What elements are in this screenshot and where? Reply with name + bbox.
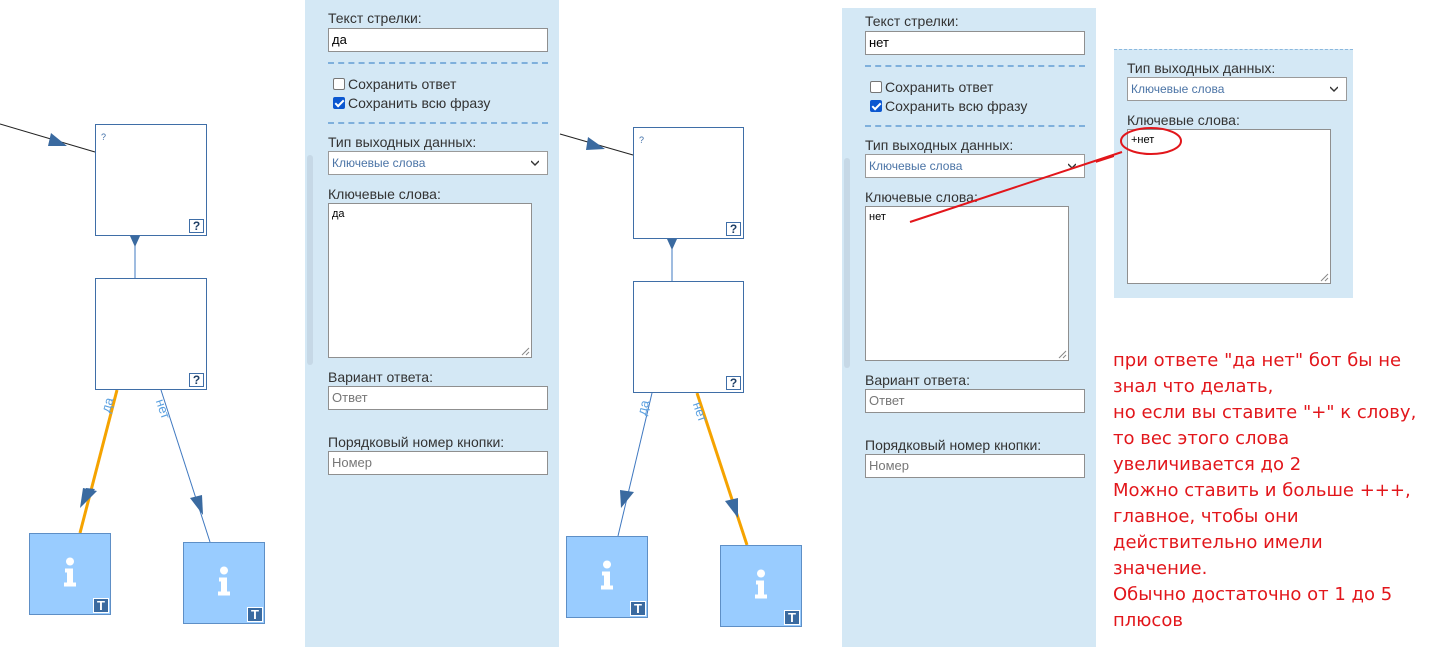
keywords-label: Ключевые слова: (328, 186, 441, 202)
save-answer-checkbox[interactable] (333, 78, 345, 90)
panel-scrollbar[interactable] (844, 158, 850, 368)
section-divider (865, 65, 1085, 67)
arrow-text-label: Текст стрелки: (328, 10, 422, 26)
section-divider (328, 122, 548, 124)
incoming-edge-arrow (48, 133, 67, 146)
keywords-label: Ключевые слова: (865, 189, 978, 205)
output-type-value: Ключевые слова (869, 159, 963, 173)
answer-variant-input[interactable]: Ответ (865, 389, 1085, 413)
output-type-select[interactable]: Ключевые слова (328, 151, 548, 175)
button-number-input[interactable]: Номер (865, 454, 1085, 478)
chevron-down-icon (1068, 163, 1076, 169)
question-node[interactable]: ? (633, 281, 744, 393)
question-node[interactable]: ? ? (633, 127, 744, 239)
annotation-line: главное, чтобы они (1113, 506, 1299, 527)
keywords-textarea[interactable]: +нет (1127, 129, 1331, 284)
resize-grip-icon[interactable] (520, 346, 530, 356)
keywords-label: Ключевые слова: (1127, 112, 1240, 128)
save-answer-label: Сохранить ответ (348, 76, 457, 92)
output-type-label: Тип выходных данных: (865, 137, 1014, 153)
annotation-line: Обычно достаточно от 1 до 5 (1113, 584, 1393, 605)
info-node[interactable]: T (720, 545, 802, 627)
incoming-edge[interactable] (0, 123, 96, 153)
save-phrase-label: Сохранить всю фразу (885, 98, 1028, 114)
output-type-label: Тип выходных данных: (1127, 60, 1276, 76)
keywords-textarea[interactable]: да (328, 203, 532, 358)
keywords-value: нет (869, 211, 886, 223)
annotation-line: плюсов (1113, 610, 1183, 631)
question-node-mark: ? (639, 135, 645, 145)
output-type-select[interactable]: Ключевые слова (865, 154, 1085, 178)
info-icon (601, 560, 613, 590)
info-icon (64, 557, 76, 587)
button-number-input[interactable]: Номер (328, 451, 548, 475)
info-node[interactable]: T (29, 533, 111, 615)
question-badge-icon[interactable]: ? (726, 376, 741, 390)
edge-no-arrowhead (190, 495, 203, 515)
arrow-text-input[interactable]: да (328, 28, 548, 52)
connector-arrow (130, 236, 140, 247)
button-number-label: Порядковый номер кнопки: (865, 437, 1042, 453)
text-badge-icon[interactable]: T (784, 610, 800, 625)
section-divider (328, 62, 548, 64)
save-phrase-checkbox[interactable] (870, 100, 882, 112)
edge-no[interactable] (160, 389, 211, 543)
save-phrase-label: Сохранить всю фразу (348, 95, 491, 111)
question-badge-icon[interactable]: ? (189, 373, 204, 387)
annotation-line: при ответе "да нет" бот бы не (1113, 350, 1402, 371)
answer-variant-input[interactable]: Ответ (328, 386, 548, 410)
section-divider (865, 125, 1085, 127)
annotation-line: действительно имели (1113, 532, 1323, 553)
output-type-value: Ключевые слова (332, 156, 426, 170)
annotation-line: увеличивается до 2 (1113, 454, 1302, 475)
save-phrase-checkbox[interactable] (333, 97, 345, 109)
text-badge-icon[interactable]: T (630, 601, 646, 616)
question-node-mark: ? (101, 132, 107, 142)
text-badge-icon[interactable]: T (247, 607, 263, 622)
answer-variant-label: Вариант ответа: (865, 372, 970, 388)
info-node[interactable]: T (566, 536, 648, 618)
annotation-line: значение. (1113, 558, 1208, 579)
output-type-value: Ключевые слова (1131, 82, 1225, 96)
answer-variant-label: Вариант ответа: (328, 369, 433, 385)
keywords-value: +нет (1131, 134, 1155, 146)
panel-scrollbar[interactable] (307, 155, 313, 365)
annotation-note: при ответе "да нет" бот бы не знал что де… (1113, 348, 1441, 634)
info-node[interactable]: T (183, 542, 265, 624)
edge-yes-arrowhead (80, 488, 97, 508)
incoming-edge-right-arrow (586, 137, 605, 150)
question-node[interactable]: ? ? (95, 124, 207, 236)
question-badge-icon[interactable]: ? (189, 219, 204, 233)
chevron-down-icon (531, 160, 539, 166)
edge-no-right-arrowhead (725, 498, 738, 518)
chevron-down-icon (1330, 86, 1338, 92)
save-answer-label: Сохранить ответ (885, 79, 994, 95)
question-node[interactable]: ? (95, 278, 207, 390)
save-answer-checkbox[interactable] (870, 81, 882, 93)
keywords-value: да (332, 208, 345, 220)
keywords-textarea[interactable]: нет (865, 206, 1069, 361)
annotation-line: то вес этого слова (1113, 428, 1290, 449)
edge-yes[interactable] (78, 389, 119, 534)
edge-yes-right[interactable] (617, 392, 653, 537)
annotation-line: но если вы ставите "+" к слову, (1113, 402, 1417, 423)
info-icon (218, 566, 230, 596)
arrow-text-input[interactable]: нет (865, 31, 1085, 55)
output-type-select[interactable]: Ключевые слова (1127, 77, 1347, 101)
arrow-text-label: Текст стрелки: (865, 13, 959, 29)
question-badge-icon[interactable]: ? (726, 222, 741, 236)
annotation-line: Можно ставить и больше +++, (1113, 480, 1411, 501)
info-icon (755, 569, 767, 599)
output-type-label: Тип выходных данных: (328, 134, 477, 150)
edge-yes-right-arrowhead (620, 490, 634, 508)
annotation-line: знал что делать, (1113, 376, 1274, 397)
text-badge-icon[interactable]: T (93, 598, 109, 613)
connector-arrow-right (667, 239, 677, 250)
edge-no-right[interactable] (695, 392, 749, 546)
button-number-label: Порядковый номер кнопки: (328, 434, 505, 450)
resize-grip-icon[interactable] (1319, 272, 1329, 282)
resize-grip-icon[interactable] (1057, 349, 1067, 359)
